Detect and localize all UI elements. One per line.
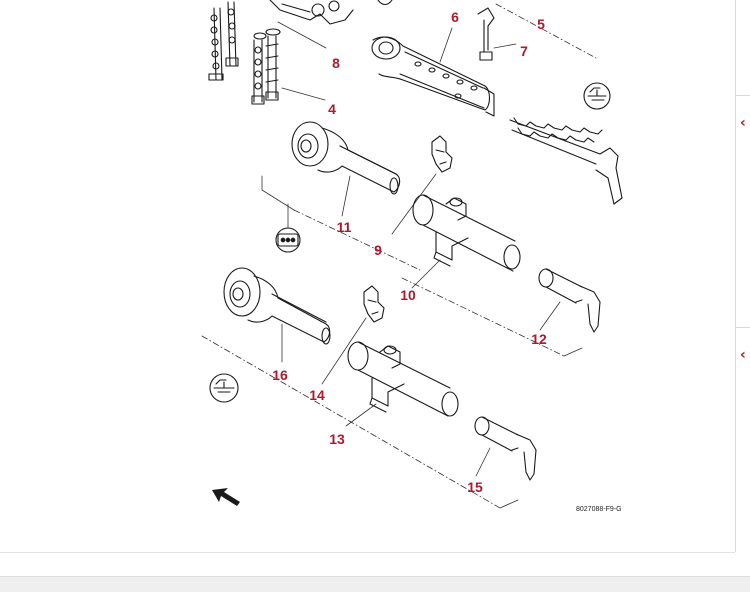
part-12-bent-pin xyxy=(538,268,601,333)
svg-text:5: 5 xyxy=(537,16,545,32)
callout-8[interactable]: 8 xyxy=(325,52,347,74)
long-bolts xyxy=(251,28,281,105)
bolt-stack-left xyxy=(208,1,239,81)
svg-text:11: 11 xyxy=(337,219,352,235)
tractor-front-icon xyxy=(583,82,611,110)
callout-5[interactable]: 5 xyxy=(530,12,552,34)
linkage-chain xyxy=(509,117,623,205)
svg-text:9: 9 xyxy=(374,242,382,258)
front-direction-arrow-icon xyxy=(212,488,240,506)
svg-text:13: 13 xyxy=(329,431,345,447)
collapse-arrow-icon[interactable]: ‹ xyxy=(740,115,746,131)
svg-text:16: 16 xyxy=(272,367,288,383)
top-plates xyxy=(269,0,393,25)
side-panel: ‹ ‹ xyxy=(735,0,750,552)
side-panel-divider xyxy=(736,327,750,328)
svg-text:8: 8 xyxy=(332,55,340,71)
part-7-pin xyxy=(477,7,517,61)
tractor-front-icon-lower xyxy=(209,373,239,403)
side-panel-divider xyxy=(736,95,750,96)
callout-6[interactable]: 6 xyxy=(444,6,466,28)
svg-text:6: 6 xyxy=(451,9,459,25)
part-15-bent-pin xyxy=(474,416,537,481)
viewer-bottom-divider xyxy=(0,552,735,553)
part-16-ball-joint-rod xyxy=(223,267,331,363)
callout-4[interactable]: 4 xyxy=(321,98,343,120)
callout-13[interactable]: 13 xyxy=(324,428,350,450)
diagram-reference-code: 8027088-F9-G xyxy=(576,506,622,513)
part-13-cross-shaft xyxy=(345,341,459,427)
collapse-arrow-icon[interactable]: ‹ xyxy=(740,347,746,363)
callout-15[interactable]: 15 xyxy=(462,476,488,498)
callout-10[interactable]: 10 xyxy=(395,284,421,306)
part-14-latch xyxy=(321,285,385,385)
part-6-stabilizer-arm xyxy=(371,36,495,117)
svg-text:7: 7 xyxy=(520,43,528,59)
part-11-ball-joint-rod xyxy=(291,121,401,195)
callout-9[interactable]: 9 xyxy=(367,239,389,261)
diagram-viewer: 8027088-F9-G 5 6 7 8 4 11 9 xyxy=(201,0,623,513)
callout-16[interactable]: 16 xyxy=(267,364,293,386)
callout-7[interactable]: 7 xyxy=(513,40,535,62)
svg-text:15: 15 xyxy=(467,479,483,495)
svg-text:12: 12 xyxy=(531,331,547,347)
svg-text:10: 10 xyxy=(400,287,416,303)
exploded-parts-diagram: 8027088-F9-G 5 6 7 8 4 11 9 xyxy=(201,0,623,513)
bottom-toolbar xyxy=(0,576,750,592)
callout-14[interactable]: 14 xyxy=(304,384,330,406)
callout-11[interactable]: 11 xyxy=(331,216,357,238)
svg-text:4: 4 xyxy=(328,101,336,117)
part-9-latch xyxy=(391,135,453,235)
svg-text:14: 14 xyxy=(309,387,325,403)
callout-12[interactable]: 12 xyxy=(526,328,552,350)
triple-dot-connector-icon xyxy=(275,227,301,253)
part-10-cross-shaft xyxy=(411,194,521,289)
